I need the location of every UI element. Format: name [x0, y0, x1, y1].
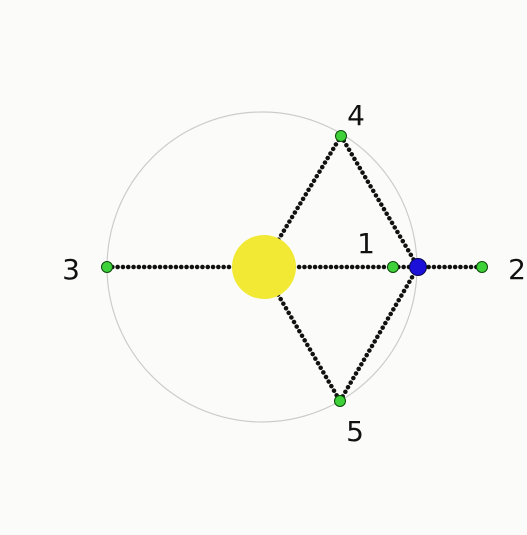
lagrange-point-l5 [334, 395, 346, 407]
label-l3: 3 [62, 253, 80, 286]
lagrange-point-l4 [335, 130, 347, 142]
sun-icon [232, 235, 296, 299]
planet-icon [409, 258, 427, 276]
lagrange-point-l3 [101, 261, 113, 273]
label-l1: 1 [357, 227, 375, 260]
lagrange-point-l2 [476, 261, 488, 273]
label-l4: 4 [347, 99, 365, 132]
label-l5: 5 [346, 415, 364, 448]
link-l5-planet [337, 264, 421, 404]
label-l2: 2 [508, 253, 526, 286]
lagrange-point-l1 [387, 261, 399, 273]
link-l4-planet [338, 133, 421, 270]
